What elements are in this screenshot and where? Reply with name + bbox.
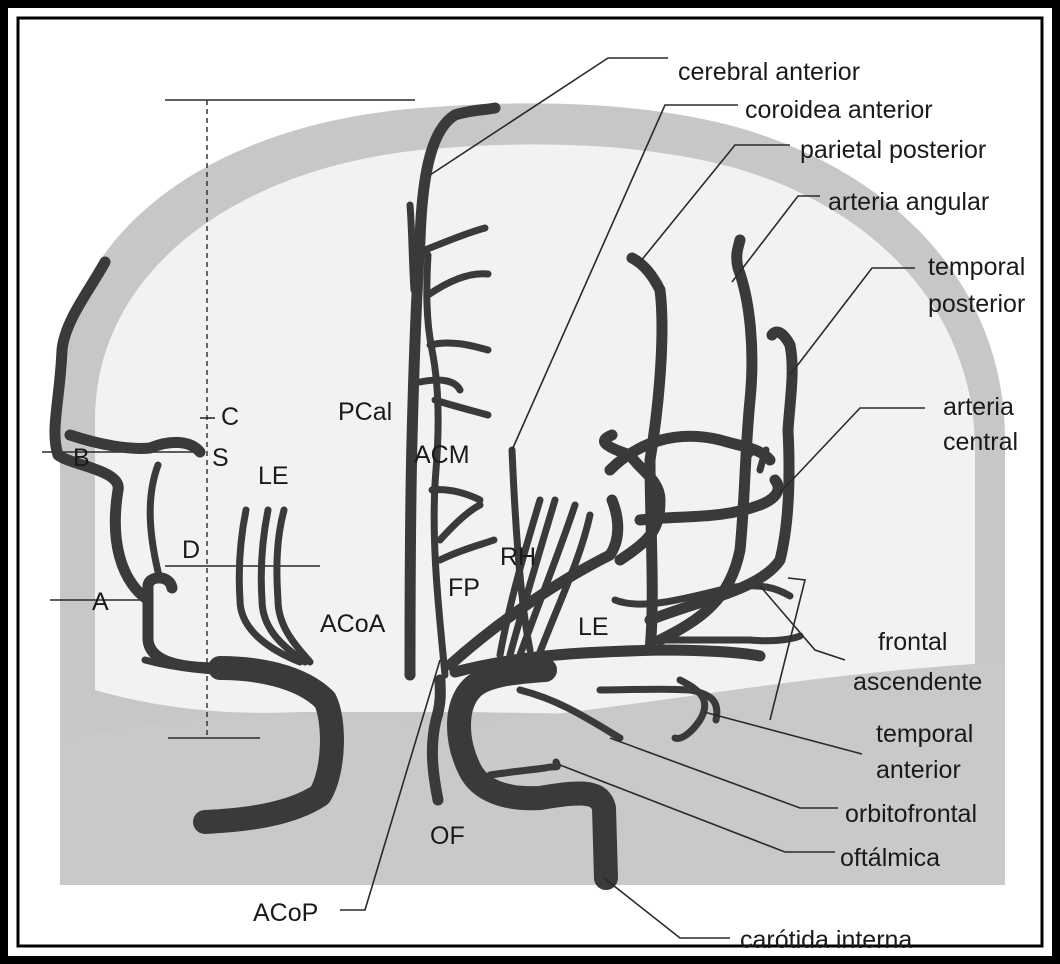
label-temporal-posterior-1: temporal <box>928 253 1025 281</box>
frontal-ascending-4 <box>660 636 800 641</box>
label-temporal-anterior-2: anterior <box>876 756 961 784</box>
label-point-b: B <box>73 444 90 472</box>
label-cerebral-anterior: cerebral anterior <box>678 58 860 86</box>
label-frontal-ascendente-2: ascendente <box>853 668 982 696</box>
label-arteria-central-1: arteria <box>943 393 1014 421</box>
label-temporal-anterior-1: temporal <box>876 720 973 748</box>
label-pcal: PCal <box>338 398 392 426</box>
label-parietal-posterior: parietal posterior <box>800 136 986 164</box>
label-point-d: D <box>182 536 200 564</box>
label-fp: FP <box>448 574 480 602</box>
label-coroidea-anterior: coroidea anterior <box>745 96 933 124</box>
acm-branch-6 <box>410 205 414 290</box>
label-oftalmica: oftálmica <box>840 844 940 872</box>
label-rh: RH <box>500 543 536 571</box>
label-arteria-central-2: central <box>943 428 1018 456</box>
label-frontal-ascendente-1: frontal <box>878 628 947 656</box>
label-orbitofrontal: orbitofrontal <box>845 800 977 828</box>
label-arteria-angular: arteria angular <box>828 188 989 216</box>
label-acm: ACM <box>414 441 470 469</box>
label-acop: ACoP <box>253 899 318 927</box>
label-le-right: LE <box>578 613 609 641</box>
label-le-left: LE <box>258 462 289 490</box>
label-temporal-posterior-2: posterior <box>928 290 1025 318</box>
label-carotida-interna: carótida interna <box>740 926 912 954</box>
label-of: OF <box>430 822 465 850</box>
label-point-c: C <box>221 403 239 431</box>
label-acoa: ACoA <box>320 610 386 638</box>
label-point-s: S <box>212 444 229 472</box>
label-point-a: A <box>92 588 109 616</box>
